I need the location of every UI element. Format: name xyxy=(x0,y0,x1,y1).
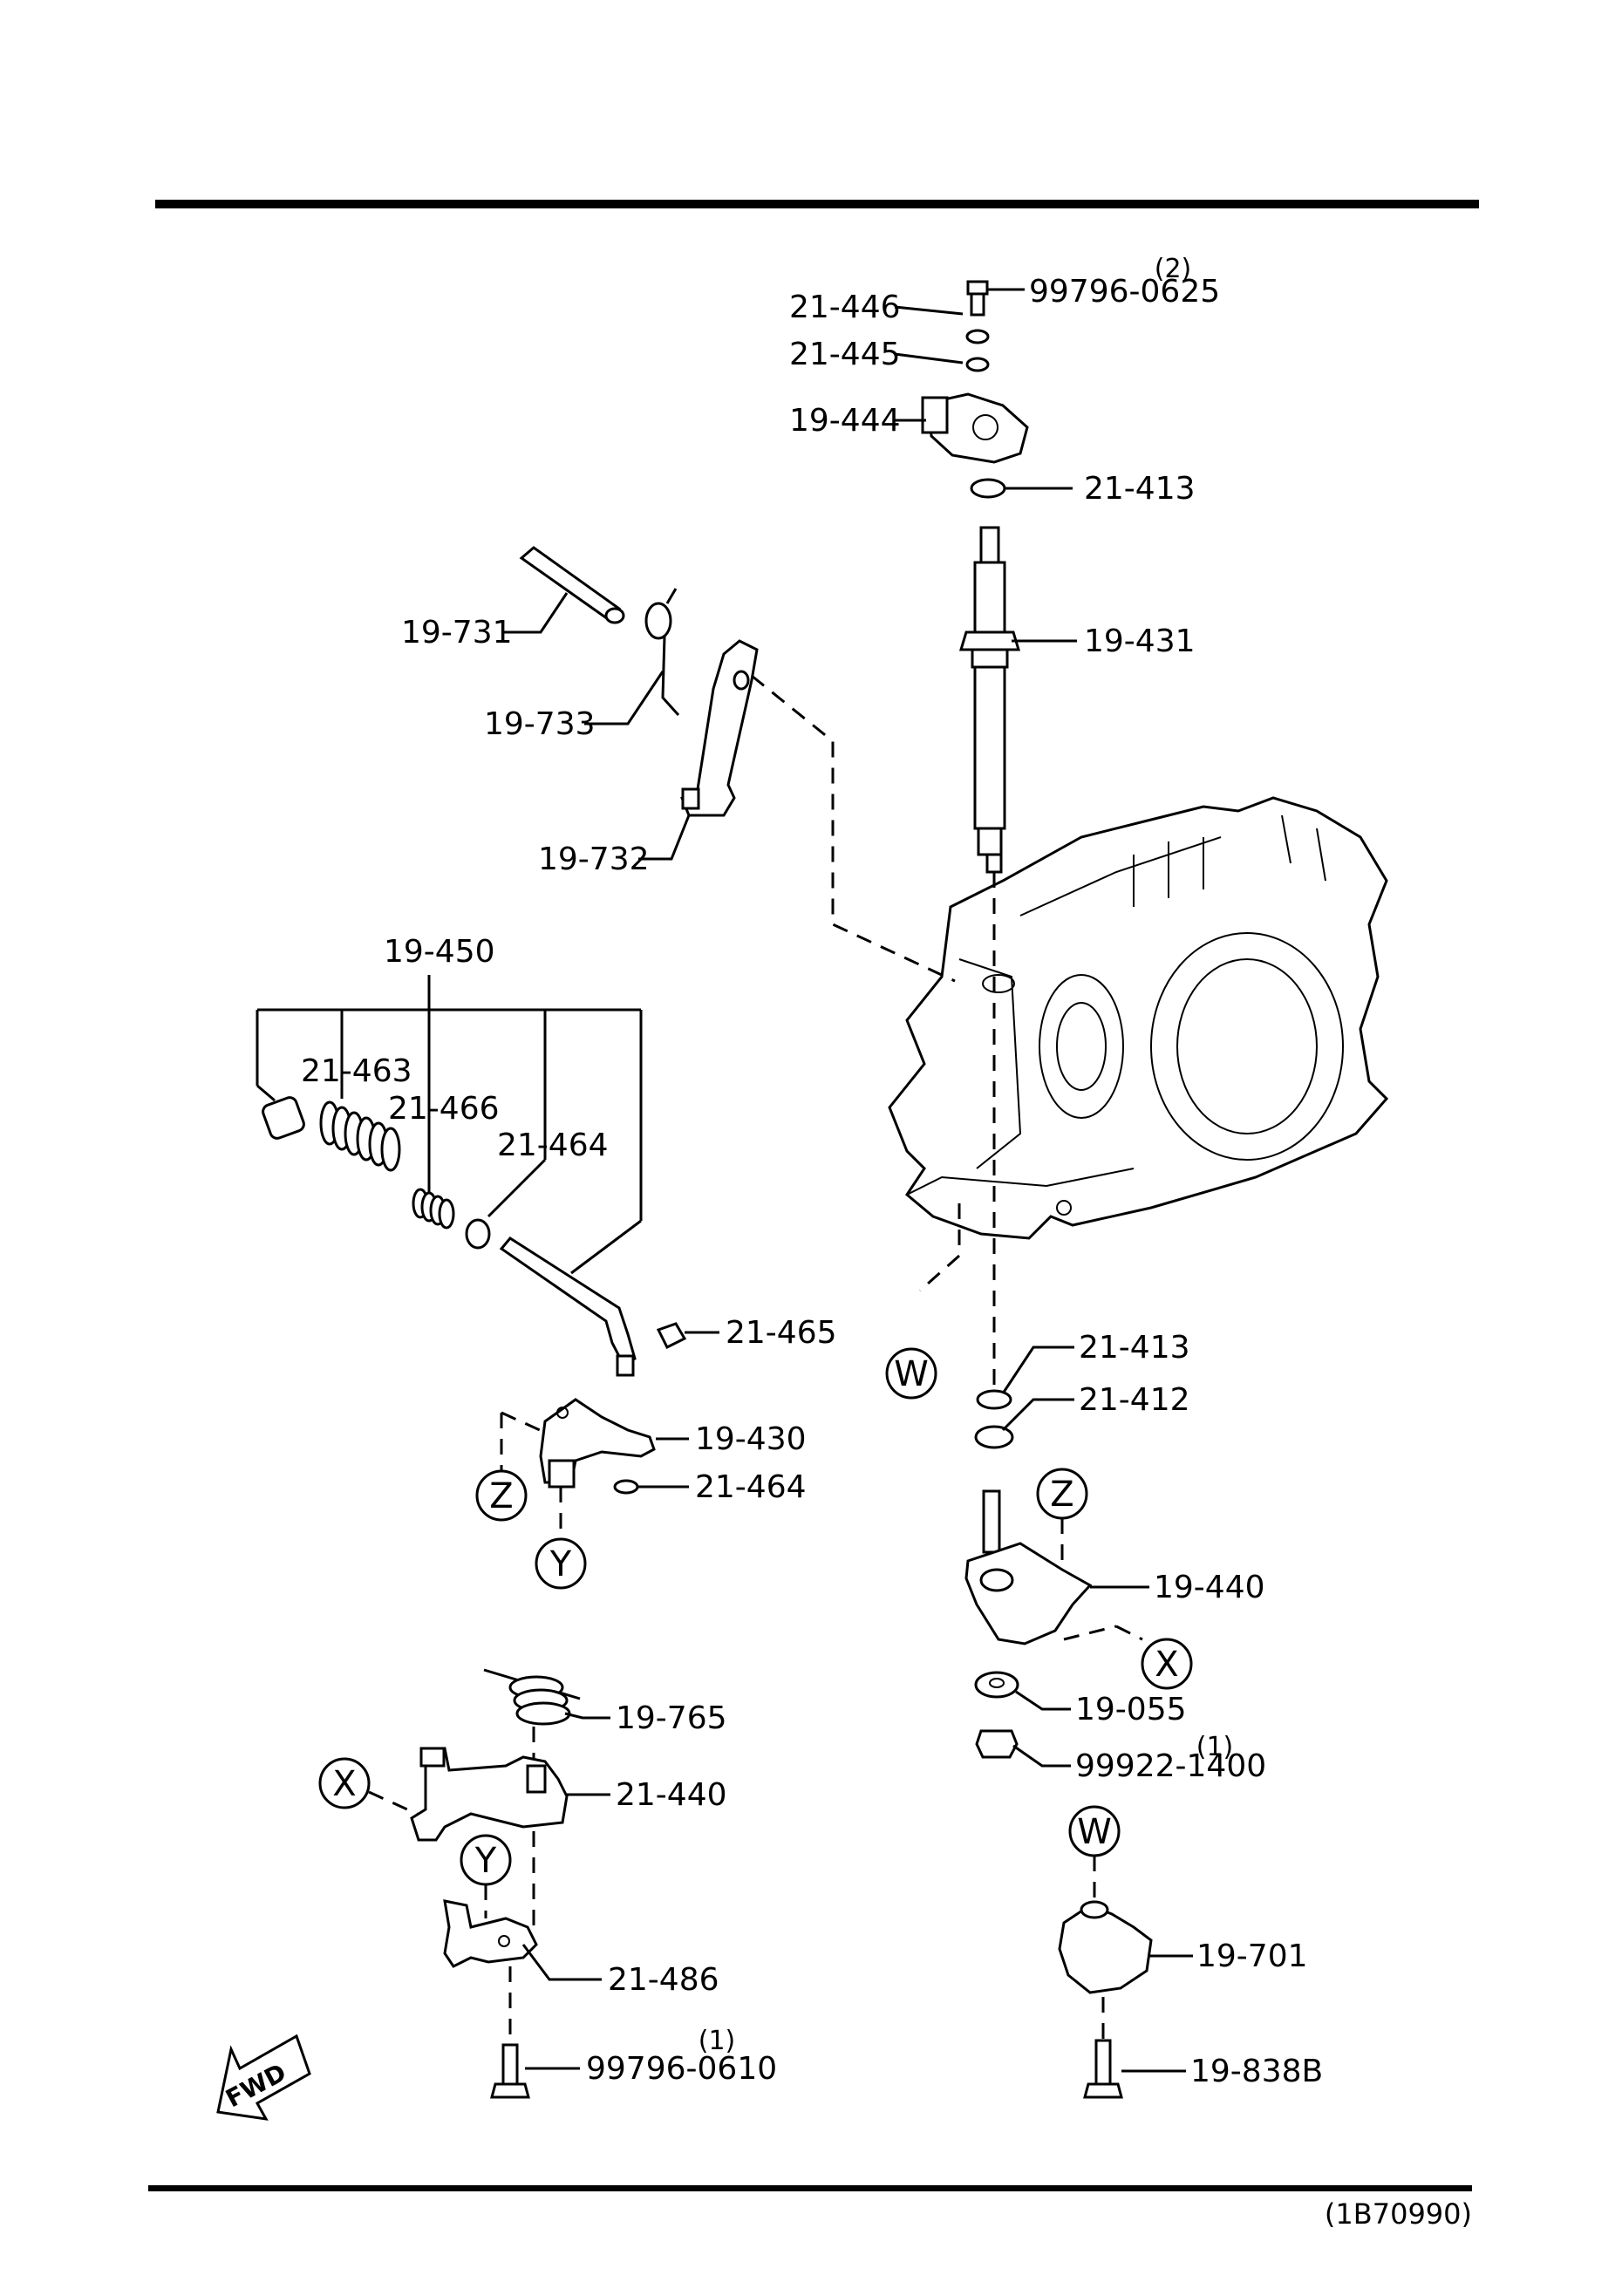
label-19-055: 19-055 xyxy=(1075,1692,1187,1727)
label-21-464-b: 21-464 xyxy=(695,1469,807,1505)
label-21-464-a: 21-464 xyxy=(497,1128,609,1163)
oring-21-412 xyxy=(974,1425,1014,1449)
bracket-19-450 xyxy=(256,975,643,1275)
marker-z-left xyxy=(475,1469,528,1522)
spring-21-466 xyxy=(412,1188,455,1230)
nut-99922-1400 xyxy=(975,1729,1071,1768)
label-21-413-top: 21-413 xyxy=(1084,471,1196,507)
oring-21-413-top xyxy=(970,478,1006,499)
label-21-463: 21-463 xyxy=(301,1053,412,1089)
label-19-430: 19-430 xyxy=(695,1421,807,1457)
ring-21-464-a xyxy=(465,1218,491,1250)
label-99922-1400-qty: (1) xyxy=(1196,1732,1234,1762)
marker-w-left-text: W xyxy=(894,1354,929,1394)
label-19-731: 19-731 xyxy=(401,615,513,651)
label-99796-0625-qty: (2) xyxy=(1155,254,1192,284)
label-21-445: 21-445 xyxy=(789,337,901,372)
marker-z-right-text: Z xyxy=(1050,1475,1073,1515)
spring-21-463 xyxy=(319,1100,401,1172)
label-99796-0610: 99796-0610 xyxy=(586,2051,777,2087)
marker-z-left-text: Z xyxy=(489,1476,513,1516)
label-99796-0610-qty: (1) xyxy=(699,2026,736,2056)
top-rule xyxy=(155,200,1479,208)
bracket-21-486 xyxy=(443,1899,602,1981)
marker-x-left-text: X xyxy=(332,1764,356,1804)
label-21-446: 21-446 xyxy=(789,290,901,325)
plate-21-440 xyxy=(410,1747,610,1842)
rod-19-450 xyxy=(499,1237,637,1377)
fwd-arrow: FWD xyxy=(216,2034,311,2121)
marker-w-bottom-text: W xyxy=(1077,1812,1112,1852)
washer-21-446 xyxy=(965,329,990,344)
bracket-19-701 xyxy=(1058,1900,1193,1994)
marker-x-right-text: X xyxy=(1155,1645,1178,1685)
label-19-701: 19-701 xyxy=(1196,1938,1308,1974)
label-19-444: 19-444 xyxy=(789,403,901,439)
spring-19-733 xyxy=(584,588,680,726)
label-19-733: 19-733 xyxy=(484,706,596,742)
washer-21-445 xyxy=(965,357,990,372)
reference-code: (1B70990) xyxy=(1325,2197,1472,2231)
bolt-99796-0625 xyxy=(966,280,1025,317)
spring-19-765 xyxy=(483,1668,610,1726)
washer-19-055 xyxy=(974,1671,1071,1711)
label-21-486: 21-486 xyxy=(608,1962,719,1998)
lever-19-440 xyxy=(964,1489,1149,1645)
switch-19-444 xyxy=(895,392,1029,464)
label-21-412: 21-412 xyxy=(1079,1382,1190,1418)
label-99922-1400: 99922-1400 xyxy=(1075,1748,1266,1784)
oring-21-413-bottom xyxy=(976,1389,1012,1410)
label-21-466: 21-466 xyxy=(388,1091,500,1127)
transmission-case xyxy=(888,796,1389,1240)
marker-x-right xyxy=(1141,1638,1193,1690)
marker-y-top-text: Y xyxy=(549,1544,572,1584)
label-99796-0625: 99796-0625 xyxy=(1029,274,1220,310)
label-21-413-bottom: 21-413 xyxy=(1079,1330,1190,1366)
marker-w-left xyxy=(885,1347,937,1400)
bottom-rule xyxy=(148,2185,1472,2191)
lever-19-430 xyxy=(539,1398,689,1489)
label-21-440: 21-440 xyxy=(616,1777,727,1813)
ring-21-464-b xyxy=(613,1479,639,1495)
lever-19-732 xyxy=(638,639,759,861)
marker-y-bottom-text: Y xyxy=(474,1841,497,1881)
marker-x-left xyxy=(318,1757,371,1809)
marker-y-top xyxy=(535,1537,587,1590)
label-19-450: 19-450 xyxy=(384,934,495,970)
bolt-99796-0610 xyxy=(490,2043,580,2099)
label-19-431: 19-431 xyxy=(1084,623,1196,659)
label-19-440: 19-440 xyxy=(1154,1570,1265,1605)
plug-21-463 xyxy=(262,1096,305,1140)
label-21-465: 21-465 xyxy=(726,1315,837,1351)
pin-19-731 xyxy=(501,546,625,634)
label-19-765: 19-765 xyxy=(616,1700,727,1736)
bolt-19-838b xyxy=(1083,2039,1186,2099)
label-19-732: 19-732 xyxy=(538,841,650,877)
label-19-838b: 19-838B xyxy=(1190,2054,1323,2089)
clip-21-465 xyxy=(656,1322,719,1350)
shaft-19-431 xyxy=(958,526,1077,874)
